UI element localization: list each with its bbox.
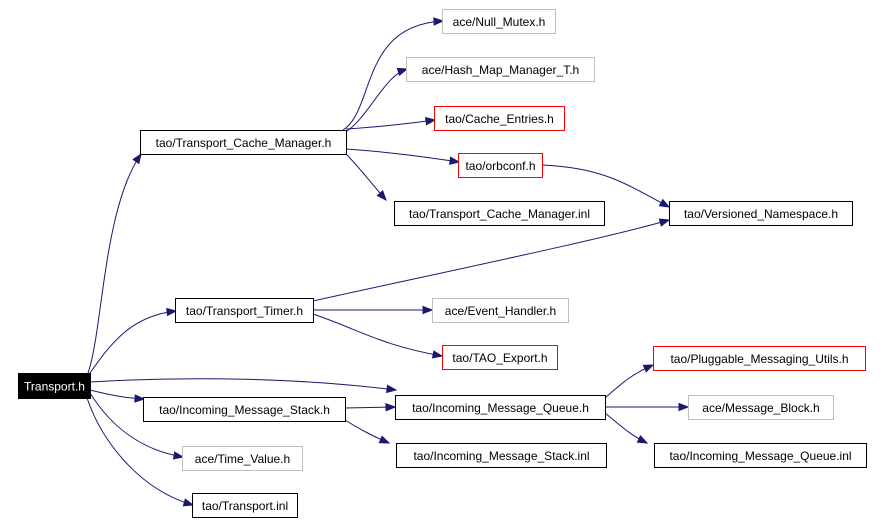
node-label: ace/Hash_Map_Manager_T.h (422, 63, 579, 77)
node-label: tao/Incoming_Message_Queue.h (412, 401, 589, 415)
node-box (143, 397, 346, 422)
node-label: tao/orbconf.h (465, 159, 535, 173)
node-label: tao/TAO_Export.h (452, 351, 547, 365)
node-label: ace/Time_Value.h (195, 452, 290, 466)
edges-layer (86, 17, 690, 507)
node-timer_h[interactable]: tao/Transport_Timer.h (175, 298, 314, 323)
node-box (192, 493, 298, 518)
node-tcm_inl[interactable]: tao/Transport_Cache_Manager.inl (394, 201, 605, 226)
node-label: tao/Incoming_Message_Stack.inl (413, 449, 589, 463)
arrowhead-tcm_h-to-hash_map (396, 67, 409, 76)
arrowhead-transport_h-to-imq_h (386, 384, 398, 394)
arrowhead-transport_h-to-time_value (172, 451, 185, 460)
node-label: ace/Event_Handler.h (445, 304, 556, 318)
arrowhead-imq_h-to-pluggable (642, 364, 655, 373)
node-box (182, 446, 303, 471)
node-transport_inl[interactable]: tao/Transport.inl (192, 493, 298, 518)
node-box (458, 153, 543, 178)
node-null_mutex[interactable]: ace/Null_Mutex.h (442, 9, 556, 34)
arrowhead-imq_h-to-msg_block (678, 402, 690, 412)
node-box (434, 106, 565, 131)
node-box (653, 346, 866, 371)
edge-tcm_h-to-orbconf (345, 148, 460, 163)
node-transport_h[interactable]: Transport.h (18, 373, 91, 399)
node-cache_entries[interactable]: tao/Cache_Entries.h (434, 106, 565, 131)
edge-timer_h-to-tao_export (312, 313, 443, 357)
node-label: tao/Incoming_Message_Queue.inl (669, 449, 851, 463)
arrowhead-transport_h-to-timer_h (166, 307, 178, 317)
node-label: Transport.h (24, 380, 85, 394)
arrowhead-imq_h-to-imq_inl (636, 435, 649, 444)
node-label: tao/Transport_Timer.h (186, 304, 303, 318)
node-label: ace/Message_Block.h (702, 401, 819, 415)
node-hash_map[interactable]: ace/Hash_Map_Manager_T.h (406, 57, 595, 82)
node-box (395, 395, 606, 420)
node-box (442, 345, 558, 370)
node-imq_inl[interactable]: tao/Incoming_Message_Queue.inl (654, 443, 867, 468)
node-box (406, 57, 595, 82)
arrowhead-ims_h-to-ims_inl (378, 435, 391, 444)
edge-transport_h-to-time_value (89, 392, 184, 458)
arrowhead-orbconf-to-versioned_ns (658, 198, 671, 208)
node-tcm_h[interactable]: tao/Transport_Cache_Manager.h (140, 130, 347, 155)
arrowhead-tcm_h-to-null_mutex (433, 17, 445, 26)
arrowhead-timer_h-to-versioned_ns (658, 218, 671, 227)
node-versioned_ns[interactable]: tao/Versioned_Namespace.h (669, 201, 853, 226)
node-label: ace/Null_Mutex.h (453, 15, 546, 29)
node-box (396, 443, 607, 468)
edge-timer_h-to-versioned_ns (312, 219, 670, 302)
arrowhead-ims_h-to-imq_h (385, 402, 397, 412)
node-box (442, 9, 556, 34)
node-event_handler[interactable]: ace/Event_Handler.h (432, 298, 569, 323)
node-box (688, 395, 834, 420)
edge-tcm_h-to-null_mutex (342, 20, 444, 131)
node-pluggable[interactable]: tao/Pluggable_Messaging_Utils.h (653, 346, 866, 371)
edge-transport_h-to-imq_h (89, 378, 397, 391)
node-label: tao/Versioned_Namespace.h (684, 207, 838, 221)
node-imq_h[interactable]: tao/Incoming_Message_Queue.h (395, 395, 606, 420)
node-label: tao/Transport_Cache_Manager.inl (409, 207, 590, 221)
node-label: tao/Incoming_Message_Stack.h (159, 403, 330, 417)
node-label: tao/Transport.inl (202, 499, 288, 513)
arrowhead-timer_h-to-event_handler (422, 305, 434, 315)
node-box (432, 298, 569, 323)
node-label: tao/Cache_Entries.h (445, 112, 554, 126)
arrowhead-timer_h-to-tao_export (431, 350, 444, 359)
node-box (175, 298, 314, 323)
arrowhead-tcm_h-to-orbconf (449, 156, 461, 165)
node-tao_export[interactable]: tao/TAO_Export.h (442, 345, 558, 370)
edge-transport_h-to-timer_h (89, 310, 177, 374)
edge-orbconf-to-versioned_ns (541, 164, 670, 208)
node-box (669, 201, 853, 226)
arrowhead-tcm_h-to-tcm_inl (376, 190, 387, 202)
nodes-layer: Transport.h tao/Transport_Cache_Manager.h… (18, 9, 867, 518)
node-orbconf[interactable]: tao/orbconf.h (458, 153, 543, 178)
edge-tcm_h-to-cache_entries (345, 119, 436, 130)
arrowhead-transport_h-to-tcm_h (132, 152, 142, 165)
edge-transport_h-to-transport_inl (86, 397, 194, 506)
edge-transport_h-to-tcm_h (87, 153, 142, 374)
node-box (140, 130, 347, 155)
node-ims_h[interactable]: tao/Incoming_Message_Stack.h (143, 397, 346, 422)
node-box (654, 443, 867, 468)
node-label: tao/Transport_Cache_Manager.h (156, 136, 332, 150)
node-box (394, 201, 605, 226)
edge-tcm_h-to-hash_map (345, 68, 408, 133)
arrowhead-transport_h-to-transport_inl (182, 498, 195, 507)
node-time_value[interactable]: ace/Time_Value.h (182, 446, 303, 471)
node-msg_block[interactable]: ace/Message_Block.h (688, 395, 834, 420)
arrowhead-tcm_h-to-cache_entries (425, 117, 437, 126)
node-box (18, 373, 91, 399)
node-ims_inl[interactable]: tao/Incoming_Message_Stack.inl (396, 443, 607, 468)
arrowhead-transport_h-to-ims_h (134, 394, 146, 403)
node-label: tao/Pluggable_Messaging_Utils.h (670, 352, 848, 366)
